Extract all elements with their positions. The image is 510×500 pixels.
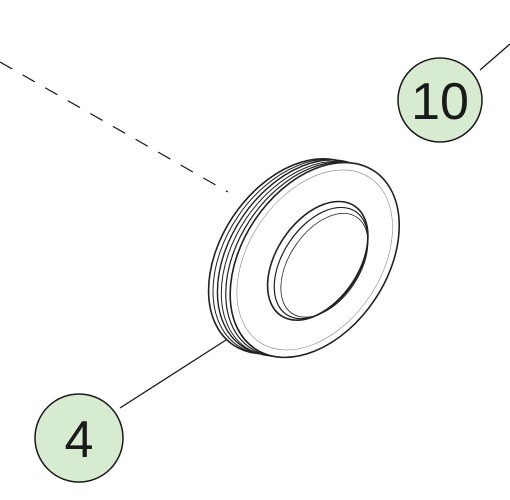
callout-4-leader-line — [119, 339, 227, 409]
callout-10-label: 10 — [411, 73, 469, 131]
callout-10: 10 — [397, 57, 483, 143]
callout-4-label: 4 — [65, 411, 94, 469]
callout-4: 4 — [34, 393, 124, 483]
callout-10-leader-line — [479, 43, 510, 71]
callout-4-circle — [34, 393, 124, 483]
assembly-axis-dashed-line — [0, 61, 229, 193]
seal-ring-front-face — [229, 161, 401, 359]
callout-10-circle — [397, 57, 483, 143]
seal-ring-part — [207, 158, 401, 359]
seal-ring-inner-bore — [266, 200, 369, 321]
